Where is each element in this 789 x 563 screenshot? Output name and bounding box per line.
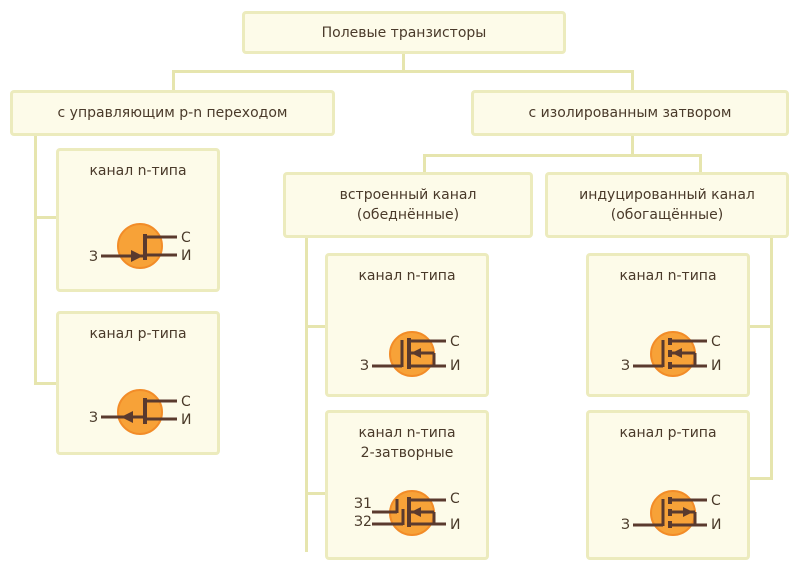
- connector: [699, 154, 702, 174]
- leaf-title: канал p-типа: [619, 425, 717, 441]
- gate-label: З: [89, 410, 98, 426]
- drain-label: С: [711, 493, 721, 509]
- source-label: И: [181, 412, 191, 428]
- enhancement-nmos-symbol: З С И: [621, 331, 721, 377]
- leaf-induced-n: канал n-типа З С И: [586, 253, 750, 397]
- gate-label: З: [360, 358, 369, 374]
- connector: [770, 236, 773, 480]
- builtin-channel-sublabel: (обеднённые): [356, 207, 460, 223]
- drain-label: С: [181, 230, 191, 246]
- connector: [172, 70, 634, 73]
- leaf-builtin-n: канал n-типа З С И: [325, 253, 489, 397]
- connector: [305, 325, 327, 328]
- leaf-title: канал n-типа: [358, 268, 456, 284]
- leaf-title-line1: канал n-типа: [358, 425, 456, 441]
- depletion-nmos-symbol: З С И: [360, 331, 460, 377]
- gate-label: З: [621, 358, 630, 374]
- induced-channel-label: индуцированный канал: [579, 187, 755, 203]
- root-label: Полевые транзисторы: [321, 24, 487, 41]
- enhancement-pmos-symbol: З С И: [621, 490, 721, 536]
- leaf-jfet-n: канал n-типа З С И: [56, 148, 220, 292]
- connector: [631, 134, 634, 156]
- drain-label: С: [181, 394, 191, 410]
- branch-jfet-label: с управляющим p-n переходом: [57, 105, 288, 121]
- branch-mosfet-label: с изолированным затвором: [528, 105, 732, 121]
- leaf-title: канал n-типа: [89, 163, 187, 179]
- branch-jfet: с управляющим p-n переходом: [10, 90, 335, 136]
- leaf-title: канал p-типа: [89, 326, 187, 342]
- source-label: И: [450, 358, 460, 374]
- leaf-jfet-p: канал p-типа З С И: [56, 311, 220, 455]
- leaf-title: канал n-типа 2-затворные: [328, 423, 486, 463]
- source-label: И: [711, 358, 721, 374]
- source-label: И: [181, 248, 191, 264]
- connector: [423, 154, 702, 157]
- connector: [402, 52, 405, 72]
- connector: [34, 216, 58, 219]
- gate2-label: З2: [354, 514, 372, 530]
- dual-gate-mosfet-symbol: З1 З2 С И: [354, 490, 460, 536]
- leaf-induced-p: канал p-типа З С И: [586, 410, 750, 560]
- source-label: И: [450, 517, 460, 533]
- builtin-channel-node: встроенный канал (обеднённые): [283, 172, 533, 238]
- drain-label: С: [450, 334, 460, 350]
- gate-label: З: [621, 517, 630, 533]
- connector: [34, 382, 58, 385]
- connector: [423, 154, 426, 174]
- leaf-title-line2: 2-затворные: [360, 445, 454, 461]
- connector: [631, 70, 634, 92]
- drain-label: С: [450, 491, 460, 507]
- gate1-label: З1: [354, 496, 372, 512]
- connector: [750, 477, 772, 480]
- connector: [305, 492, 327, 495]
- drain-label: С: [711, 334, 721, 350]
- connector: [305, 236, 308, 552]
- connector: [34, 134, 37, 384]
- jfet-n-symbol: З С И: [89, 223, 191, 269]
- source-label: И: [711, 517, 721, 533]
- leaf-builtin-dual-gate: канал n-типа 2-затворные З1 З2 С И: [325, 410, 489, 560]
- gate-label: З: [89, 249, 98, 265]
- leaf-title: канал n-типа: [619, 268, 717, 284]
- induced-channel-sublabel: (обогащённые): [610, 207, 724, 223]
- root-node: Полевые транзисторы: [242, 11, 566, 54]
- connector: [172, 70, 175, 92]
- builtin-channel-label: встроенный канал: [339, 187, 477, 203]
- induced-channel-node: индуцированный канал (обогащённые): [545, 172, 789, 238]
- jfet-p-symbol: З С И: [89, 389, 191, 435]
- connector: [750, 325, 772, 328]
- branch-mosfet: с изолированным затвором: [471, 90, 789, 136]
